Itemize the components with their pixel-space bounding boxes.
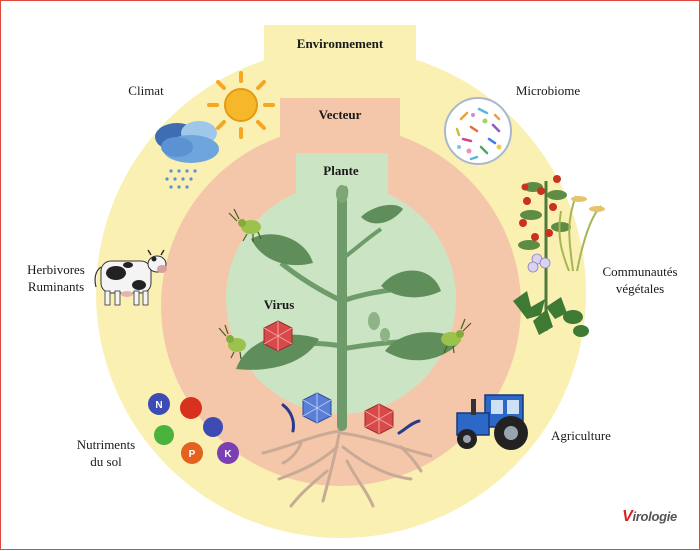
cow-icon (94, 249, 167, 306)
plant-communities-label-line1: Communautés (602, 264, 678, 279)
virus-particle-icon (302, 392, 332, 424)
nutrient-ball-k (217, 442, 239, 464)
virus-worm-icon (281, 403, 421, 435)
virologie-logo: Virologie (622, 508, 677, 526)
environment-label: Environnement (296, 36, 384, 51)
nutrient-ball-green (154, 425, 174, 445)
nutrient-balls-icon: N P K (148, 393, 239, 464)
nutrient-ball-n (148, 393, 170, 415)
plants-icon (513, 175, 605, 337)
sun-icon (207, 71, 275, 139)
nutrient-letter-p: P (189, 449, 196, 460)
herbivores-label-line2: Ruminants (27, 279, 85, 294)
aphid-icon (218, 324, 246, 360)
nutrient-letter-k: K (224, 449, 232, 460)
virus-particle-icon (364, 403, 394, 435)
nutrient-letter-n: N (155, 400, 162, 411)
nutrient-ball-p (181, 442, 203, 464)
virus-particle-icon (263, 320, 293, 352)
virus-label: Virus (263, 297, 295, 312)
aphid-icon (441, 318, 472, 354)
agriculture-label: Agriculture (551, 428, 611, 443)
aphid-icon (228, 208, 262, 242)
soil-nutrients-label-line1: Nutriments (76, 437, 136, 452)
climate-label: Climat (128, 83, 164, 98)
vector-label: Vecteur (318, 107, 362, 122)
nutrient-ball-blue (203, 417, 223, 437)
tractor-icon (456, 394, 528, 450)
roots-icon (261, 417, 433, 508)
logo-text: irologie (632, 509, 677, 524)
plant-label: Plante (323, 163, 359, 178)
nutrient-ball-red (180, 397, 202, 419)
herbivores-label-line1: Herbivores (27, 262, 85, 277)
plant-communities-label-line2: végétales (615, 281, 665, 296)
microbiome-label: Microbiome (515, 83, 581, 98)
microbiome-dish-icon (444, 97, 512, 165)
soil-nutrients-label-line2: du sol (90, 454, 122, 469)
logo-letter-v: V (622, 508, 633, 525)
rain-cloud-icon (155, 121, 219, 189)
